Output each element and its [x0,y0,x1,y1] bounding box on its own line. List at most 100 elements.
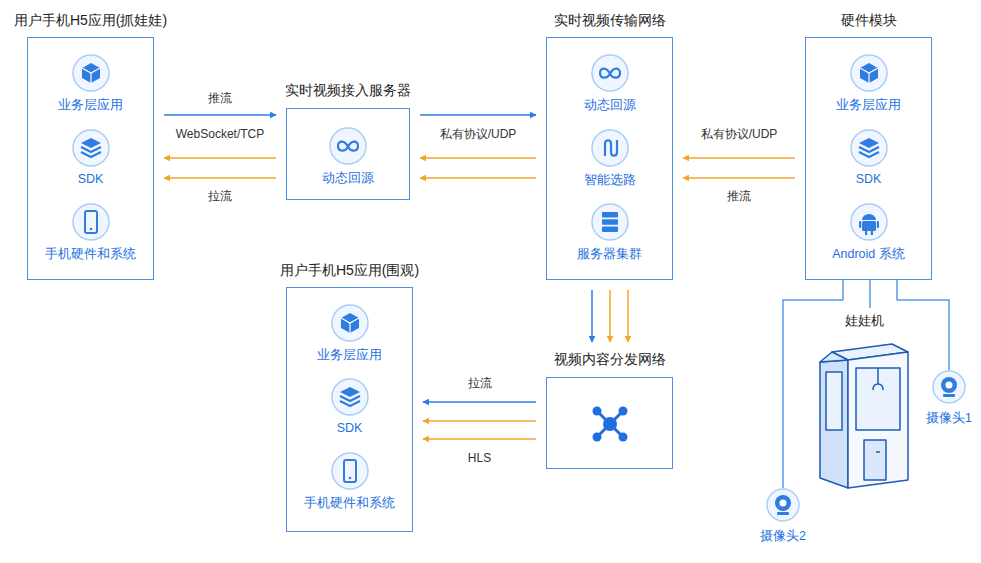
drawing-part [826,372,842,430]
claw-machine: 娃娃机 [818,308,910,490]
drawing-part [71,202,111,242]
flow-arrow [420,177,536,179]
flow-arrow [683,177,795,179]
component-item: 动态回源 [287,126,409,188]
component-label: 业务层应用 [317,347,382,364]
drawing-part [73,130,109,166]
flow-arrow [420,114,536,116]
drawing-part [618,407,627,416]
drawing-part [332,379,368,415]
claw-machine-drawing [818,336,910,490]
drawing-part [340,401,360,406]
flow-arrow [591,290,593,342]
drawing-part [592,433,601,442]
drawing-part [590,128,630,168]
drawing-part [600,69,620,78]
component-label: 手机硬件和系统 [45,246,136,263]
drawing-part [603,417,617,431]
component-icon [71,53,111,93]
drawing-part [775,495,791,511]
group-panel: 用户手机H5应用(抓娃娃)业务层应用SDK手机硬件和系统 [27,37,154,280]
drawing-part [851,55,887,91]
component-icon [330,377,370,417]
flow-arrow [683,157,795,159]
component-icon [849,202,889,242]
component-item: 服务器集群 [547,202,672,264]
drawing-part [340,387,360,397]
drawing-part [877,368,879,384]
drawing-part [348,477,351,480]
camera-label: 摄像头2 [760,528,806,545]
drawing-part [876,451,880,453]
drawing-part [81,138,101,148]
drawing-part [71,128,111,168]
drawing-part [340,396,360,401]
drawing-part [859,147,879,152]
edge-label: 私有协议/UDP [698,126,781,143]
edge-label: 私有协议/UDP [437,126,520,143]
drawing-part [592,407,601,416]
flow-arrow [423,438,536,440]
flow-arrow [609,290,611,342]
component-label: SDK [856,172,882,186]
drawing-part [851,130,887,166]
flow-arrow [423,420,536,422]
edge-label: WebSocket/TCP [173,127,267,141]
component-icon [71,128,111,168]
edge-label: 推流 [205,90,235,107]
drawing-part [602,212,618,218]
drawing-part [865,231,867,235]
flow-arrow [627,290,629,342]
component-label: Android 系统 [832,246,905,263]
drawing-part [85,211,97,233]
edge-label: 推流 [724,188,754,205]
camera: 摄像头2 [759,488,807,548]
drawing-part [592,55,628,91]
drawing-part [592,130,628,166]
drawing-part [941,377,957,393]
flow-arrow [420,157,536,159]
component-label: 业务层应用 [58,97,123,114]
component-item: Android 系统 [806,202,931,264]
network-box: 视频内容分发网络 [546,377,673,469]
drawing-part [876,221,878,228]
machine-label: 娃娃机 [845,312,884,330]
camera: 摄像头1 [925,370,973,434]
component-label: 动态回源 [322,170,374,187]
group-panel: 实时视频接入服务器动态回源 [286,108,410,200]
edge-label: HLS [465,451,494,465]
drawing-part [602,227,618,233]
component-icon [849,128,889,168]
drawing-part [946,382,953,389]
group-panel: 实时视频传输网络动态回源智能选路服务器集群 [546,37,673,280]
component-item: SDK [806,128,931,190]
drawing-part [618,433,627,442]
drawing-part [89,228,92,231]
drawing-part [598,412,622,436]
drawing-part [860,68,878,73]
drawing-part [341,318,359,323]
component-label: SDK [78,172,104,186]
drawing-part [330,451,370,491]
network-icon [590,404,630,444]
drawing-part [330,377,370,417]
drawing-part [82,68,100,73]
panel-heading: 实时视频接入服务器 [285,82,411,100]
drawing-part [873,384,883,390]
drawing-part [862,221,876,231]
component-item: 智能选路 [547,128,672,190]
drawing-part [328,126,368,166]
drawing-part [777,512,789,515]
drawing-part [605,140,617,156]
edge-label: 拉流 [205,188,235,205]
panel-heading: 用户手机H5应用(围观) [280,262,419,280]
camera-icon [932,370,966,404]
drawing-part [344,460,356,482]
drawing-part [73,55,109,91]
drawing-part [82,63,100,83]
drawing-part [330,303,370,343]
component-item: 手机硬件和系统 [28,202,153,264]
flow-arrow [869,280,871,308]
drawing-part [820,352,848,362]
